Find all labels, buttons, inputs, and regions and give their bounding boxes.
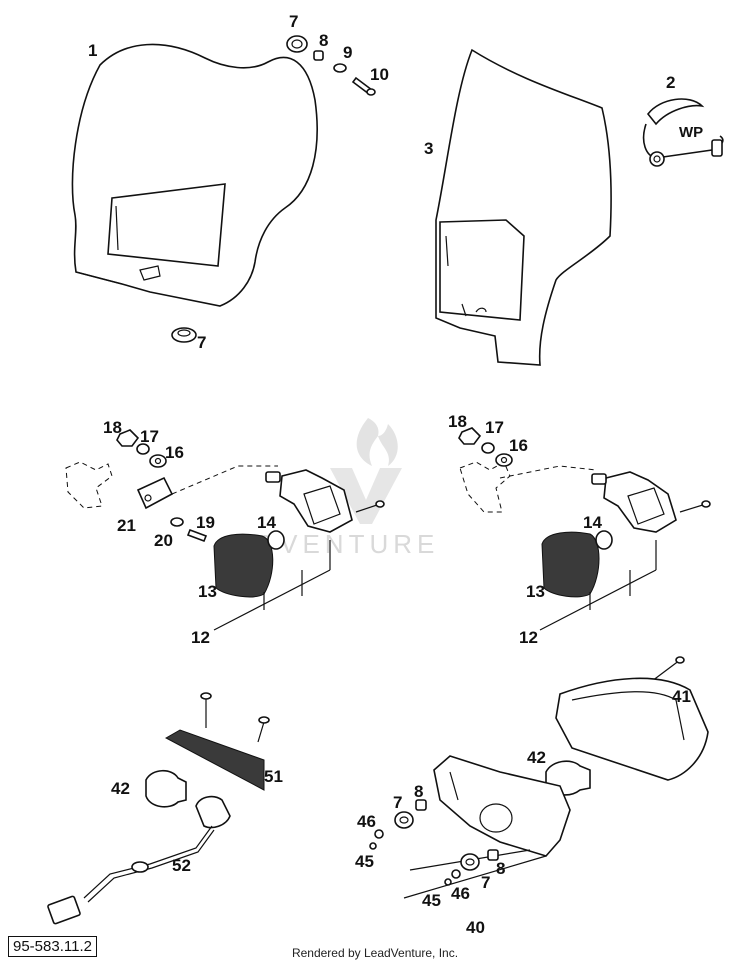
wiring-socket-52[interactable]	[47, 795, 231, 925]
callout-7-tail-lower: 7	[481, 873, 490, 892]
callout-9: 9	[343, 43, 352, 62]
turn-signal-right[interactable]	[459, 461, 711, 631]
grommet-7-tail-lower[interactable]	[460, 853, 480, 871]
washer-20[interactable]	[170, 517, 184, 527]
clamp-2[interactable]	[642, 98, 724, 167]
callout-12-left: 12	[191, 628, 210, 647]
turn-signal-left[interactable]	[65, 461, 385, 631]
callout-7-top: 7	[289, 12, 298, 31]
footer-credit: Rendered by LeadVenture, Inc.	[291, 946, 459, 960]
callout-41: 41	[672, 687, 691, 706]
callout-45-upper: 45	[355, 852, 374, 871]
callout-2: 2	[666, 73, 675, 92]
callout-16-left: 16	[165, 443, 184, 462]
callout-42-right: 42	[527, 748, 546, 767]
washer-16-right[interactable]	[495, 453, 513, 467]
grommet-7-tail-upper[interactable]	[394, 811, 414, 829]
grommet-7-top[interactable]	[286, 35, 308, 53]
tail-light-housing-40[interactable]	[403, 755, 571, 899]
diagram-code: 95-583.11.2	[8, 936, 97, 957]
nut-18-left[interactable]	[116, 429, 140, 447]
callout-18-left: 18	[103, 418, 122, 437]
bulb-42-left[interactable]	[145, 769, 187, 808]
callout-13-right: 13	[526, 582, 545, 601]
callout-7-tail-upper: 7	[393, 793, 402, 812]
washer-17-right[interactable]	[481, 442, 495, 454]
callout-20: 20	[154, 531, 173, 550]
callout-21: 21	[117, 516, 136, 535]
headlight-mask-3[interactable]	[435, 48, 612, 366]
spacer-8[interactable]	[313, 50, 324, 61]
screw-10[interactable]	[351, 76, 376, 96]
callout-18-right: 18	[448, 412, 467, 431]
reflector-51[interactable]	[164, 692, 270, 791]
grommet-7-bottom[interactable]	[171, 327, 197, 343]
nut-46-upper[interactable]	[374, 829, 384, 839]
callout-1: 1	[88, 41, 97, 60]
callout-42-left: 42	[111, 779, 130, 798]
callout-3: 3	[424, 139, 433, 158]
callout-16-right: 16	[509, 436, 528, 455]
callout-14-left: 14	[257, 513, 276, 532]
callout-40: 40	[466, 918, 485, 937]
callout-8-tail-upper: 8	[414, 782, 423, 801]
screw-19[interactable]	[186, 528, 208, 543]
tail-light-lens-41[interactable]	[555, 656, 709, 781]
callout-17-right: 17	[485, 418, 504, 437]
callout-46-lower: 46	[451, 884, 470, 903]
callout-51: 51	[264, 767, 283, 786]
washer-16-left[interactable]	[149, 454, 167, 468]
washer-9[interactable]	[333, 63, 347, 73]
nut-46-lower[interactable]	[451, 869, 461, 879]
washer-17-left[interactable]	[136, 443, 150, 455]
callout-19: 19	[196, 513, 215, 532]
callout-45-lower: 45	[422, 891, 441, 910]
callout-labels: 1 7 8 9 10 7 2 WP 3 18 17 16 21 20 19 14…	[88, 12, 703, 937]
callout-8-tail-lower: 8	[496, 859, 505, 878]
callout-17-left: 17	[140, 427, 159, 446]
nut-18-right[interactable]	[458, 427, 482, 445]
spacer-8-tail-upper[interactable]	[415, 799, 427, 811]
callout-52: 52	[172, 856, 191, 875]
headlight-mask-1[interactable]	[71, 43, 318, 307]
callout-12-right: 12	[519, 628, 538, 647]
callout-14-right: 14	[583, 513, 602, 532]
nut-45-lower[interactable]	[444, 878, 452, 886]
callout-8: 8	[319, 31, 328, 50]
callout-13-left: 13	[198, 582, 217, 601]
spacer-8-tail-lower[interactable]	[487, 849, 499, 861]
nut-45-upper[interactable]	[369, 842, 377, 850]
callout-7-bottom: 7	[197, 333, 206, 352]
callout-46-upper: 46	[357, 812, 376, 831]
wp-label: WP	[679, 124, 703, 141]
callout-10: 10	[370, 65, 389, 84]
